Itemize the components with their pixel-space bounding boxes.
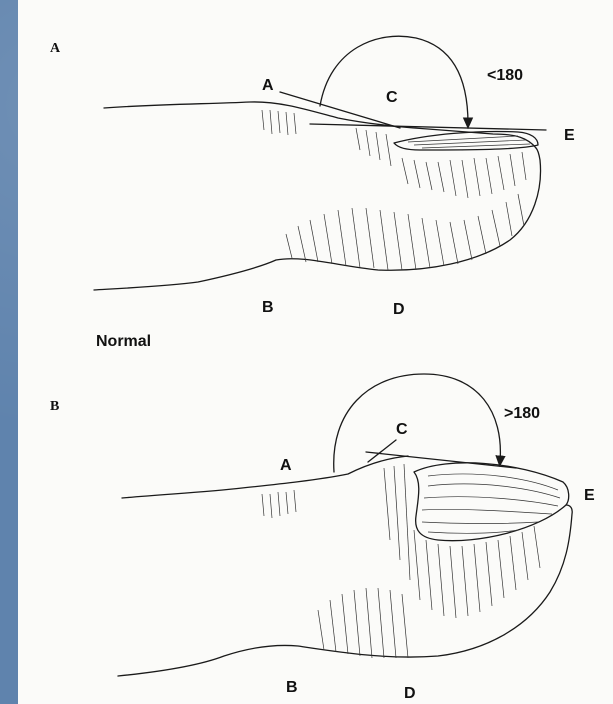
figure-b-letter: B [50, 399, 59, 414]
finger-clubbing-diagram: A [18, 0, 613, 704]
label-d-figure-a: D [393, 301, 405, 318]
label-b-figure-a: B [262, 299, 274, 316]
label-b-figure-b: B [286, 679, 298, 696]
finger-a-palmar-outline [94, 148, 541, 290]
label-e-figure-a: E [564, 127, 575, 144]
line-nail-plane-b [366, 452, 516, 468]
label-c-figure-a: C [386, 89, 398, 106]
figure-a-letter: A [50, 41, 61, 56]
label-c-figure-b: C [396, 421, 408, 438]
shading-b [262, 464, 540, 658]
figure-panel: A [18, 0, 613, 704]
line-a-to-nailfold [280, 92, 400, 128]
label-d-figure-b: D [404, 685, 416, 702]
label-a-figure-b: A [280, 457, 292, 474]
nail-a-striations [408, 136, 530, 148]
label-e-figure-b: E [584, 487, 595, 504]
angle-label-figure-b: >180 [504, 405, 540, 422]
label-a-figure-a: A [262, 77, 274, 94]
caption-normal: Normal [96, 333, 151, 350]
figure-a: A [50, 36, 575, 350]
figure-b: B [50, 374, 595, 702]
finger-a-dorsal-outline [104, 102, 536, 148]
finger-b-dorsal-outline [122, 456, 408, 498]
nail-b-striations [422, 474, 560, 533]
finger-b-palmar-outline [118, 505, 572, 676]
angle-label-figure-a: <180 [487, 67, 523, 84]
nail-b [414, 463, 569, 541]
